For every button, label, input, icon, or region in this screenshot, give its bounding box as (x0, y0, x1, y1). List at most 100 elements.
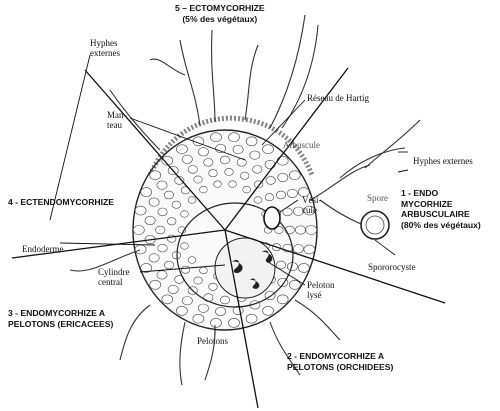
hypha (119, 304, 151, 361)
cortex-cell (140, 187, 152, 197)
cortex-cell (193, 175, 203, 184)
cortex-cell (199, 186, 208, 194)
cortex-cell (220, 155, 231, 165)
spore-shape (360, 210, 390, 240)
leader-cylindre (139, 264, 226, 273)
hypha (269, 321, 301, 376)
cortex-cell (228, 180, 237, 188)
label-text: Peloton (307, 280, 335, 290)
cortex-cell (253, 196, 263, 204)
label-text: Hyphes (90, 38, 118, 48)
label-peloton-lyse: Peloton lysé (307, 280, 335, 300)
section-title: 2 - ENDOMYCORHIZE A (287, 351, 385, 361)
cortex-cell (210, 317, 222, 328)
cortex-cell (262, 144, 274, 154)
cortex-cell (264, 193, 275, 202)
leader-hyphes-right-b (397, 169, 409, 173)
section-title: 1 - ENDO (401, 188, 439, 198)
cortex-cell (187, 196, 197, 204)
cortex-cell (288, 279, 301, 290)
section-title: PELOTONS (ORCHIDEES) (287, 361, 394, 372)
label-reseau-hartig: Réseau de Hartig (307, 93, 369, 103)
leader-endoderme (59, 242, 156, 246)
hypha (294, 299, 341, 341)
cortex-cell (252, 165, 263, 174)
cortex-cell (203, 158, 214, 167)
cortex-cell (149, 170, 161, 180)
cortex-cell (171, 200, 181, 209)
section-subtitle: (80% des végétaux) (401, 219, 481, 230)
cortex-cell (180, 210, 189, 218)
spore-hypha (319, 199, 362, 225)
cortex-cell (157, 243, 168, 253)
cortex-cell (303, 244, 316, 255)
cortex-cell (220, 295, 231, 305)
label-pelotons: Pelotons (197, 336, 229, 346)
cortex-cell (187, 165, 198, 174)
cortex-cell (187, 256, 197, 264)
cortex-cell (224, 167, 234, 176)
cortex-cell (176, 305, 188, 316)
leader-vesicule (279, 199, 299, 213)
cortex-cell (276, 155, 289, 166)
hypha (69, 249, 141, 272)
cortex-cell (265, 176, 276, 185)
cortex-cell (303, 205, 316, 216)
cortex-cell (164, 260, 175, 270)
cortex-cell (134, 244, 147, 255)
cortex-cell (180, 265, 191, 274)
cortex-cell (134, 205, 147, 216)
cortex-cell (274, 226, 284, 234)
cortex-cell (276, 294, 289, 305)
hypha (281, 24, 319, 129)
central-cylinder (214, 237, 276, 299)
sector-dividers (11, 67, 446, 409)
cortex-cell (288, 170, 301, 180)
cortex-cell (242, 186, 251, 194)
label-vesicule: Vési- cule (302, 195, 322, 215)
cortex-cell (275, 190, 286, 200)
hypha (179, 39, 201, 126)
cortex-cell (208, 282, 218, 291)
cortex-cell (262, 305, 274, 316)
section-orchidees: 2 - ENDOMYCORHIZE A PELOTONS (ORCHIDEES) (287, 351, 393, 372)
divider-bottom (224, 229, 259, 409)
hypha (210, 29, 216, 123)
cortex-cell (156, 270, 168, 280)
label-manteau: Man- teau (107, 110, 127, 130)
cortex-cell (286, 188, 298, 198)
cortex-cell (148, 197, 160, 207)
endoderm-ring (176, 202, 294, 308)
section-title: MYCORHIZE (401, 198, 453, 209)
section-title: 5 – ECTOMYCORHIZE (175, 3, 265, 13)
cortex-cell (157, 207, 168, 217)
divider-right (224, 229, 446, 304)
section-title: 4 - ECTENDOMYCORHIZE (8, 197, 114, 207)
hypha (269, 14, 306, 129)
hypha (244, 44, 259, 121)
label-hyphes-externes-right: Hyphes externes (413, 156, 473, 166)
leader-reseau-hartig (261, 99, 306, 146)
cortex-cell (240, 171, 250, 180)
cortex-cell (275, 260, 286, 270)
label-arbuscule: Arbuscule (283, 140, 320, 150)
cortex-cell (228, 132, 240, 142)
cortex-cell (164, 190, 175, 200)
leader-peloton-lyse (267, 261, 306, 286)
cortex-cell (197, 303, 209, 313)
cortex-cell (264, 160, 276, 170)
cortex-cell (167, 284, 179, 294)
hypha (364, 119, 421, 169)
cortex-cell (180, 242, 189, 250)
label-text: externes (90, 48, 120, 58)
section-endo-arbusculaire: 1 - ENDO MYCORHIZE ARBUSCULAIRE (80% des… (401, 188, 481, 230)
label-text: Man- (107, 110, 127, 120)
cortex-cell (282, 207, 293, 217)
cortex-cell (197, 147, 209, 157)
peloton-coil (250, 278, 260, 289)
cortex-cell (295, 225, 306, 235)
label-endoderme: Endoderme (22, 244, 64, 254)
cortex-cell (192, 313, 205, 324)
